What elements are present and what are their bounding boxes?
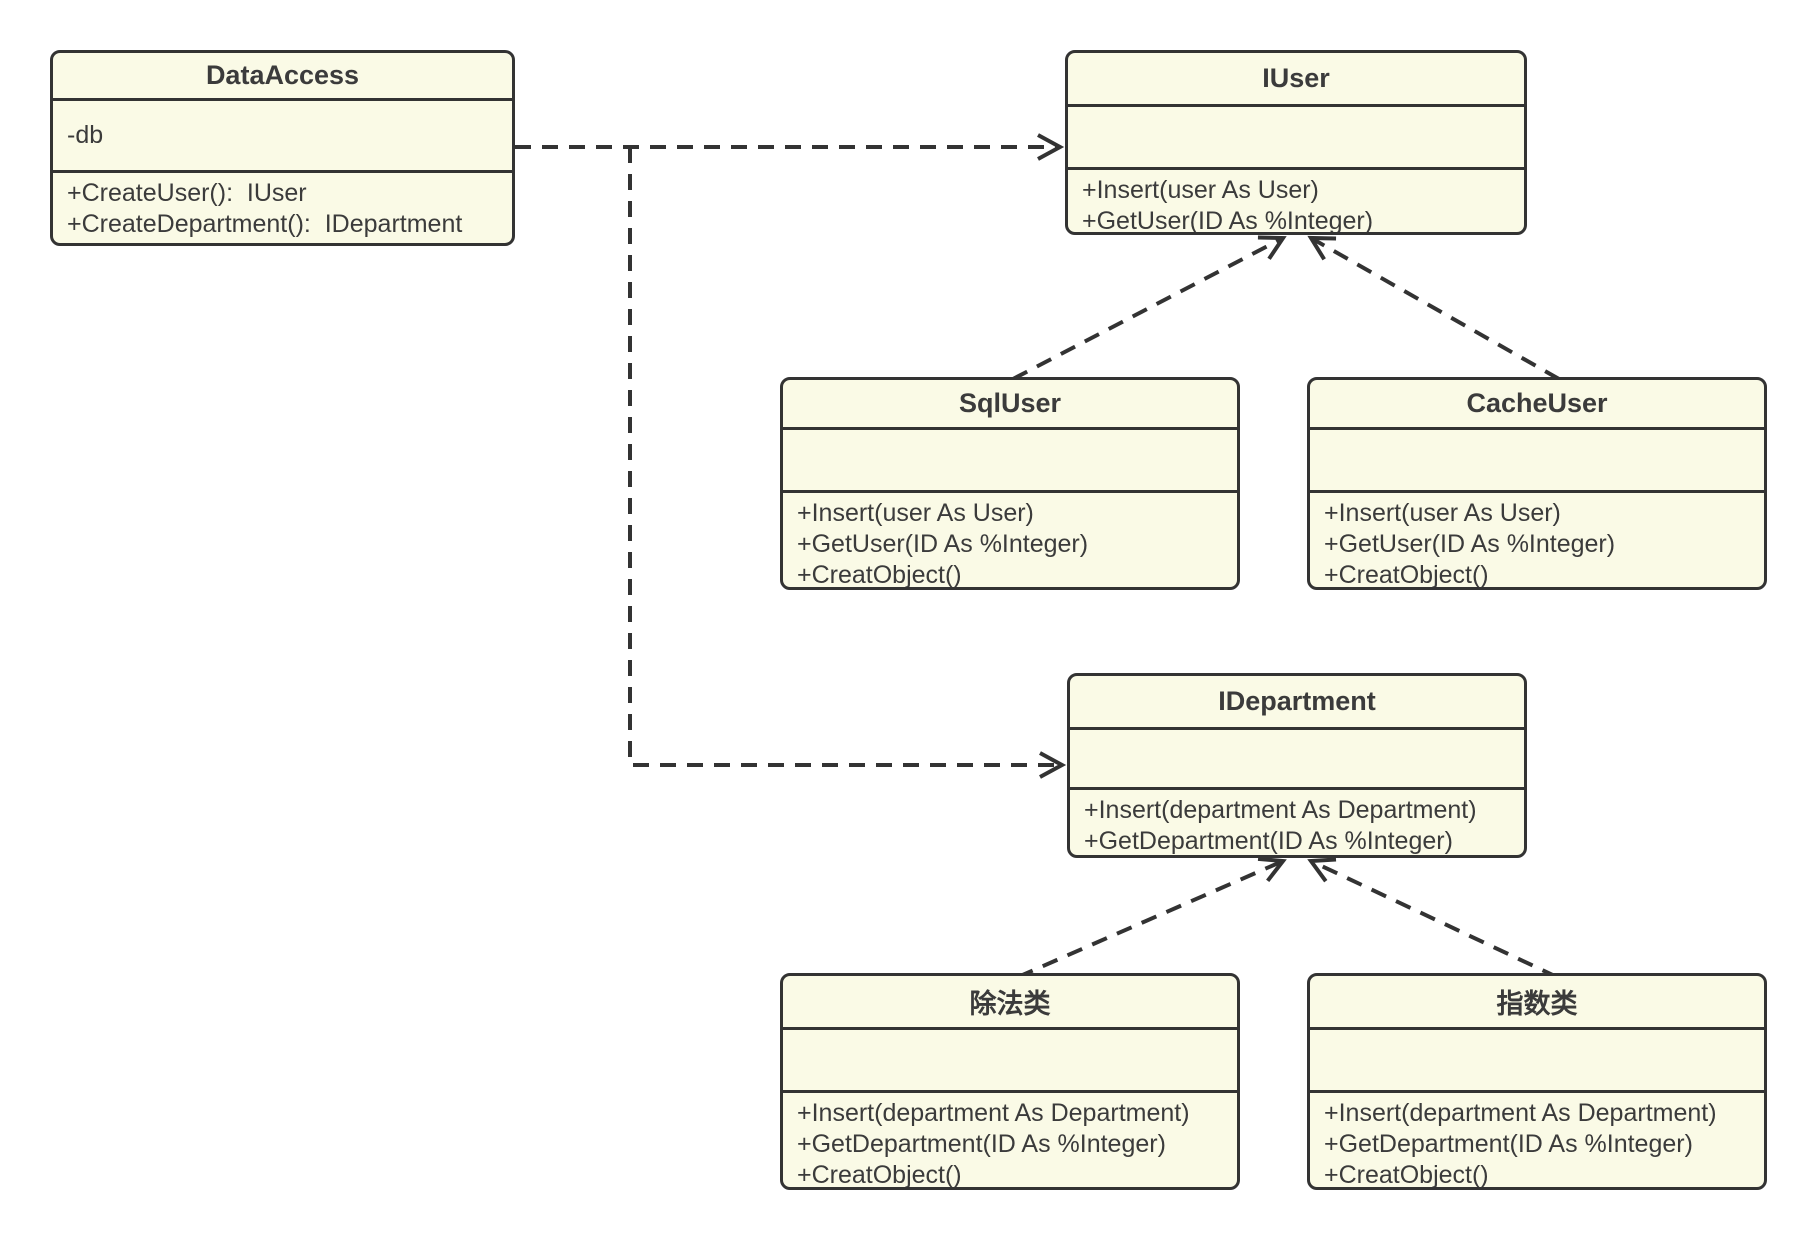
class-attributes <box>1310 1030 1764 1093</box>
class-title: IUser <box>1068 53 1524 107</box>
method: +Insert(department As Department) <box>1324 1099 1717 1127</box>
class-methods: +Insert(department As Department) +GetDe… <box>1310 1093 1764 1189</box>
class-methods: +Insert(user As User) +GetUser(ID As %In… <box>783 493 1237 589</box>
attribute: -db <box>67 121 104 149</box>
method: +CreateUser(): IUser <box>67 179 307 207</box>
class-methods: +Insert(department As Department) +GetDe… <box>783 1093 1237 1189</box>
method: +GetDepartment(ID As %Integer) <box>1324 1130 1693 1158</box>
class-chufalei[interactable]: 除法类 +Insert(department As Department) +G… <box>780 973 1240 1190</box>
realization-arrow-zhishulei-to-idepartment[interactable] <box>1307 857 1558 979</box>
method: +GetDepartment(ID As %Integer) <box>797 1130 1166 1158</box>
realization-arrow-cacheuser-to-iuser[interactable] <box>1307 235 1560 381</box>
method: +Insert(department As Department) <box>1084 796 1477 824</box>
class-methods: +Insert(user As User) +GetUser(ID As %In… <box>1310 493 1764 589</box>
class-cacheuser[interactable]: CacheUser +Insert(user As User) +GetUser… <box>1307 377 1767 590</box>
class-title: 指数类 <box>1310 976 1764 1030</box>
method: +GetUser(ID As %Integer) <box>797 530 1089 558</box>
method: +CreatObject() <box>797 561 962 589</box>
class-zhishulei[interactable]: 指数类 +Insert(department As Department) +G… <box>1307 973 1767 1190</box>
class-dataaccess[interactable]: DataAccess -db +CreateUser(): IUser +Cre… <box>50 50 515 246</box>
class-sqluser[interactable]: SqlUser +Insert(user As User) +GetUser(I… <box>780 377 1240 590</box>
method: +CreatObject() <box>1324 561 1489 589</box>
class-attributes <box>1068 107 1524 170</box>
method: +CreatObject() <box>797 1161 962 1189</box>
class-attributes <box>783 430 1237 493</box>
class-title: CacheUser <box>1310 380 1764 430</box>
method: +Insert(department As Department) <box>797 1099 1190 1127</box>
class-idepartment[interactable]: IDepartment +Insert(department As Depart… <box>1067 673 1527 858</box>
method: +Insert(user As User) <box>1324 499 1561 527</box>
dependency-arrow-dataaccess-to-idepartment[interactable] <box>628 147 1067 779</box>
class-title: IDepartment <box>1070 676 1524 730</box>
class-attributes <box>783 1030 1237 1093</box>
class-attributes <box>1070 730 1524 790</box>
class-methods: +CreateUser(): IUser +CreateDepartment()… <box>53 173 512 240</box>
realization-arrow-sqluser-to-iuser[interactable] <box>1012 235 1287 381</box>
class-title: 除法类 <box>783 976 1237 1030</box>
method: +GetDepartment(ID As %Integer) <box>1084 827 1453 855</box>
class-iuser[interactable]: IUser +Insert(user As User) +GetUser(ID … <box>1065 50 1527 235</box>
method: +GetUser(ID As %Integer) <box>1324 530 1616 558</box>
realization-arrow-chufalei-to-idepartment[interactable] <box>1017 856 1287 979</box>
class-title: SqlUser <box>783 380 1237 430</box>
class-attributes <box>1310 430 1764 493</box>
method: +Insert(user As User) <box>797 499 1034 527</box>
class-title: DataAccess <box>53 53 512 101</box>
method: +CreatObject() <box>1324 1161 1489 1189</box>
method: +GetUser(ID As %Integer) <box>1082 207 1374 235</box>
class-methods: +Insert(user As User) +GetUser(ID As %In… <box>1068 170 1524 235</box>
class-attributes: -db <box>53 101 512 173</box>
class-methods: +Insert(department As Department) +GetDe… <box>1070 790 1524 855</box>
method: +Insert(user As User) <box>1082 176 1319 204</box>
method: +CreateDepartment(): IDepartment <box>67 210 463 238</box>
